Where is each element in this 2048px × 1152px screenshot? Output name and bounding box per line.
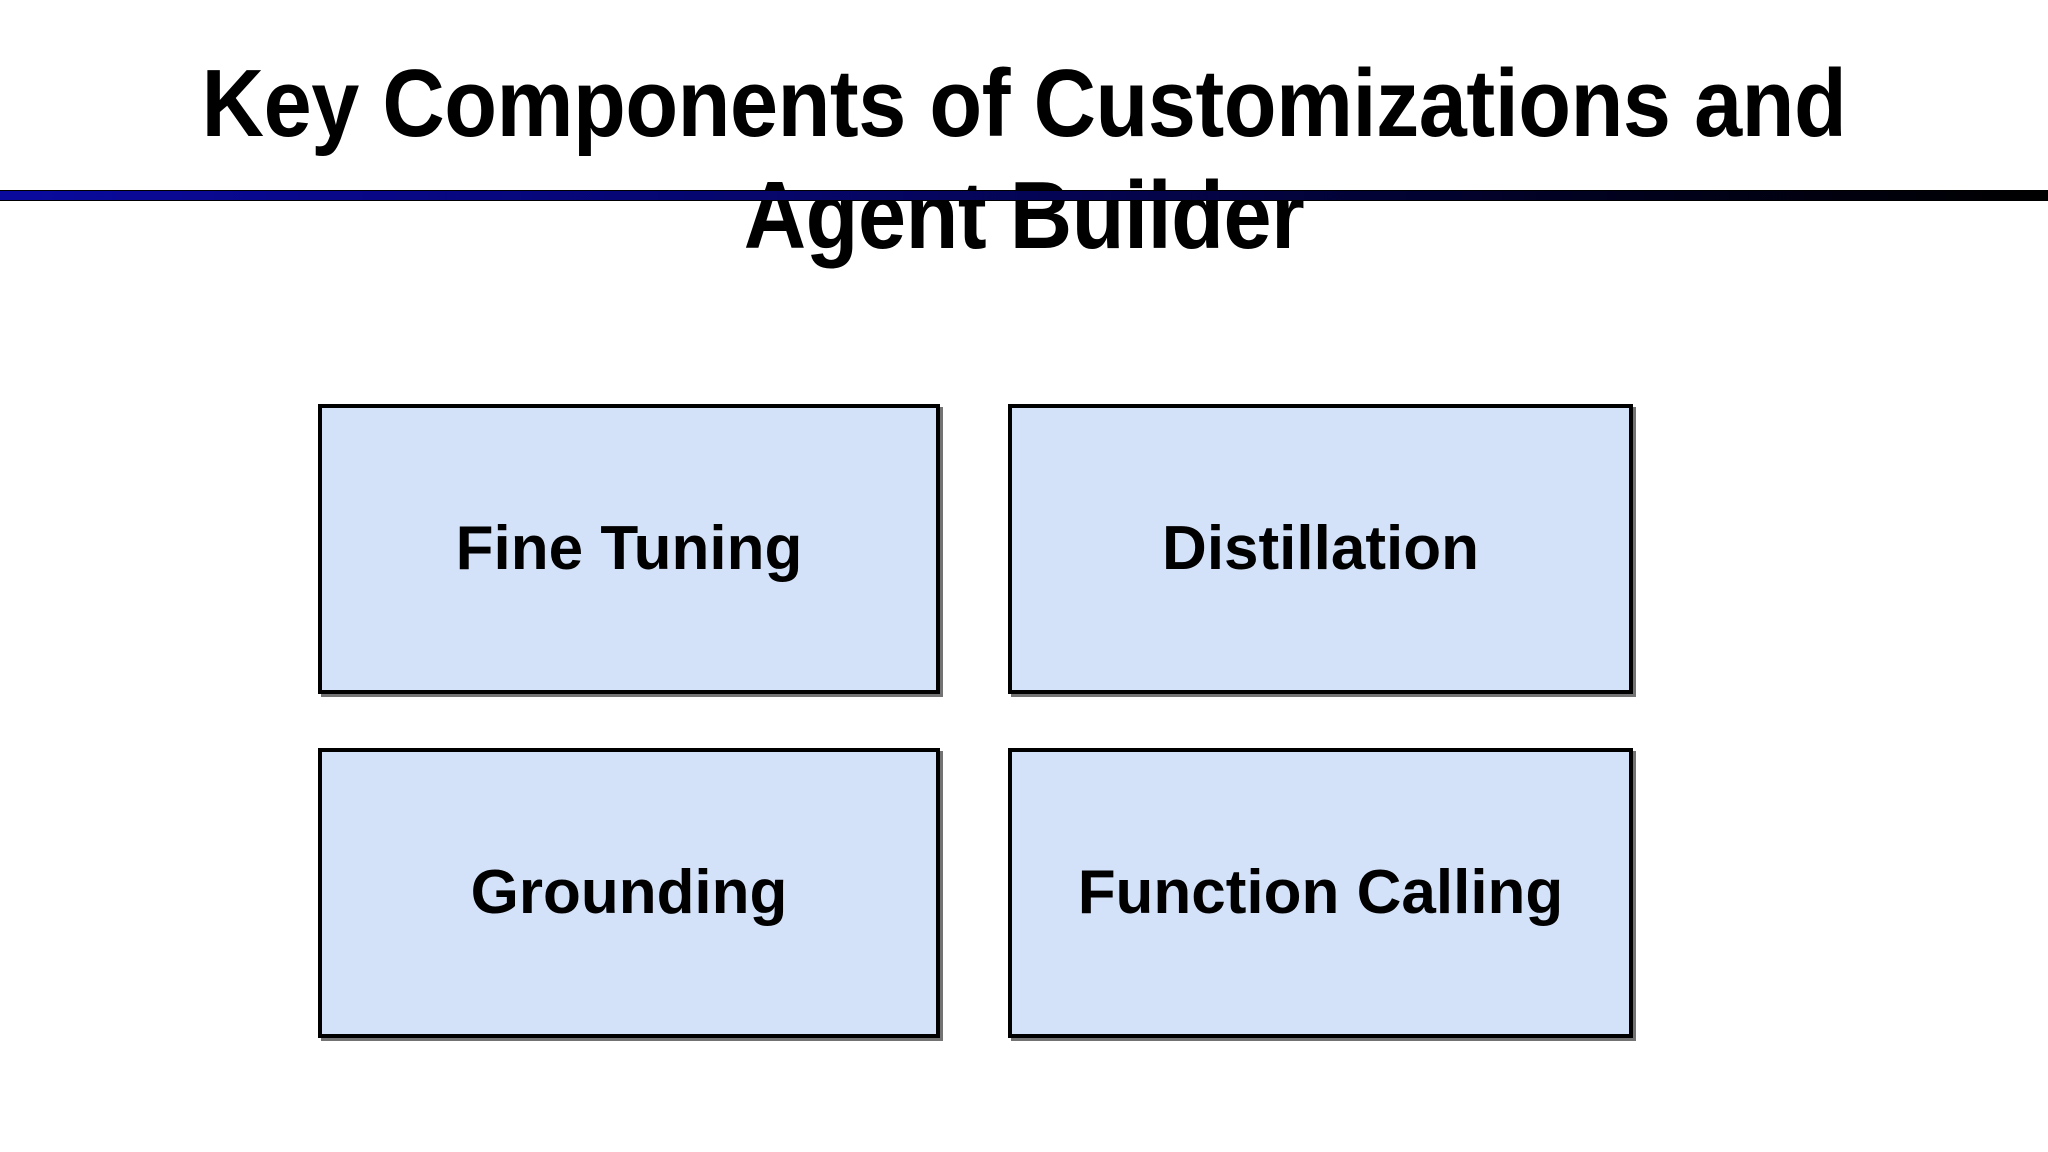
component-box-label: Grounding [470,858,788,927]
slide-title-line-1: Key Components of Customizations and [201,50,1847,157]
component-box-distillation: Distillation [1008,404,1633,694]
slide-title-line-2: Agent Builder [743,162,1305,269]
component-box-grounding: Grounding [318,748,940,1038]
slide-title: Key Components of Customizations and Age… [0,48,2048,272]
component-box-fine-tuning: Fine Tuning [318,404,940,694]
component-box-function-calling: Function Calling [1008,748,1633,1038]
component-box-label: Distillation [1162,514,1479,583]
component-box-label: Fine Tuning [455,514,803,583]
title-divider-rule [0,190,2048,201]
component-box-label: Function Calling [1077,858,1564,927]
